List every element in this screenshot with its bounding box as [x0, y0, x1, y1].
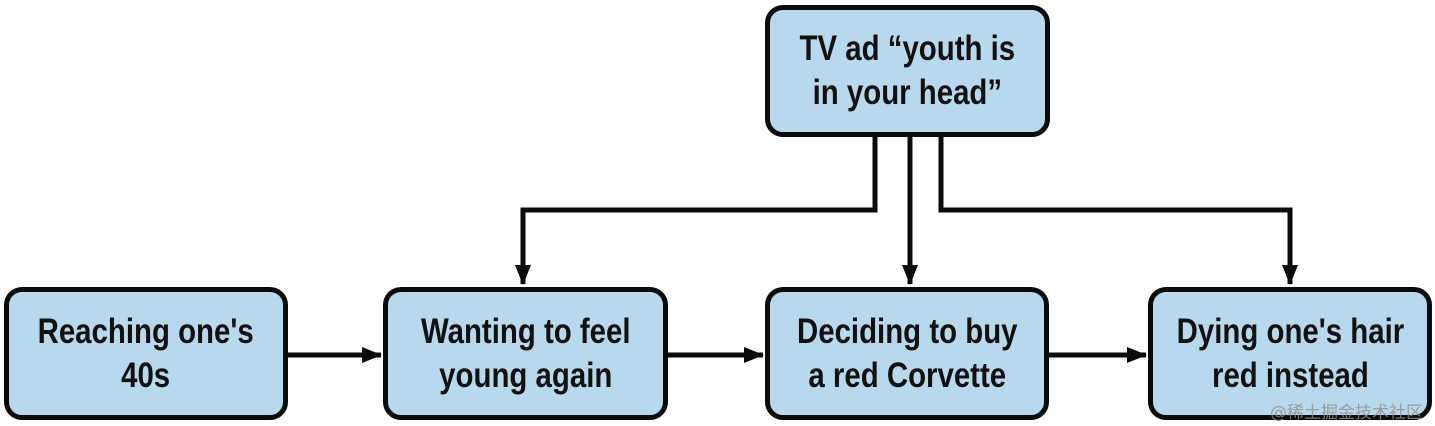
node-reaching-40s-label: Reaching one's 40s	[37, 311, 255, 395]
watermark: @稀土掘金技术社区	[1270, 403, 1423, 423]
node-deciding-to-buy-corvette: Deciding to buy a red Corvette	[765, 287, 1049, 420]
edge-tvad-to-wanting	[515, 135, 878, 285]
node-tv-ad: TV ad “youth is in your head”	[765, 5, 1050, 137]
node-dying-hair-red: Dying one's hair red instead	[1148, 287, 1432, 420]
node-deciding-to-buy-corvette-label: Deciding to buy a red Corvette	[796, 311, 1018, 395]
node-tv-ad-label: TV ad “youth is in your head”	[799, 29, 1016, 112]
node-wanting-to-feel-young-label: Wanting to feel young again	[420, 311, 631, 395]
node-reaching-40s: Reaching one's 40s	[4, 287, 288, 420]
edge-tvad-to-dyehair	[938, 135, 1298, 285]
node-wanting-to-feel-young: Wanting to feel young again	[383, 287, 668, 420]
node-dying-hair-red-label: Dying one's hair red instead	[1176, 311, 1404, 395]
